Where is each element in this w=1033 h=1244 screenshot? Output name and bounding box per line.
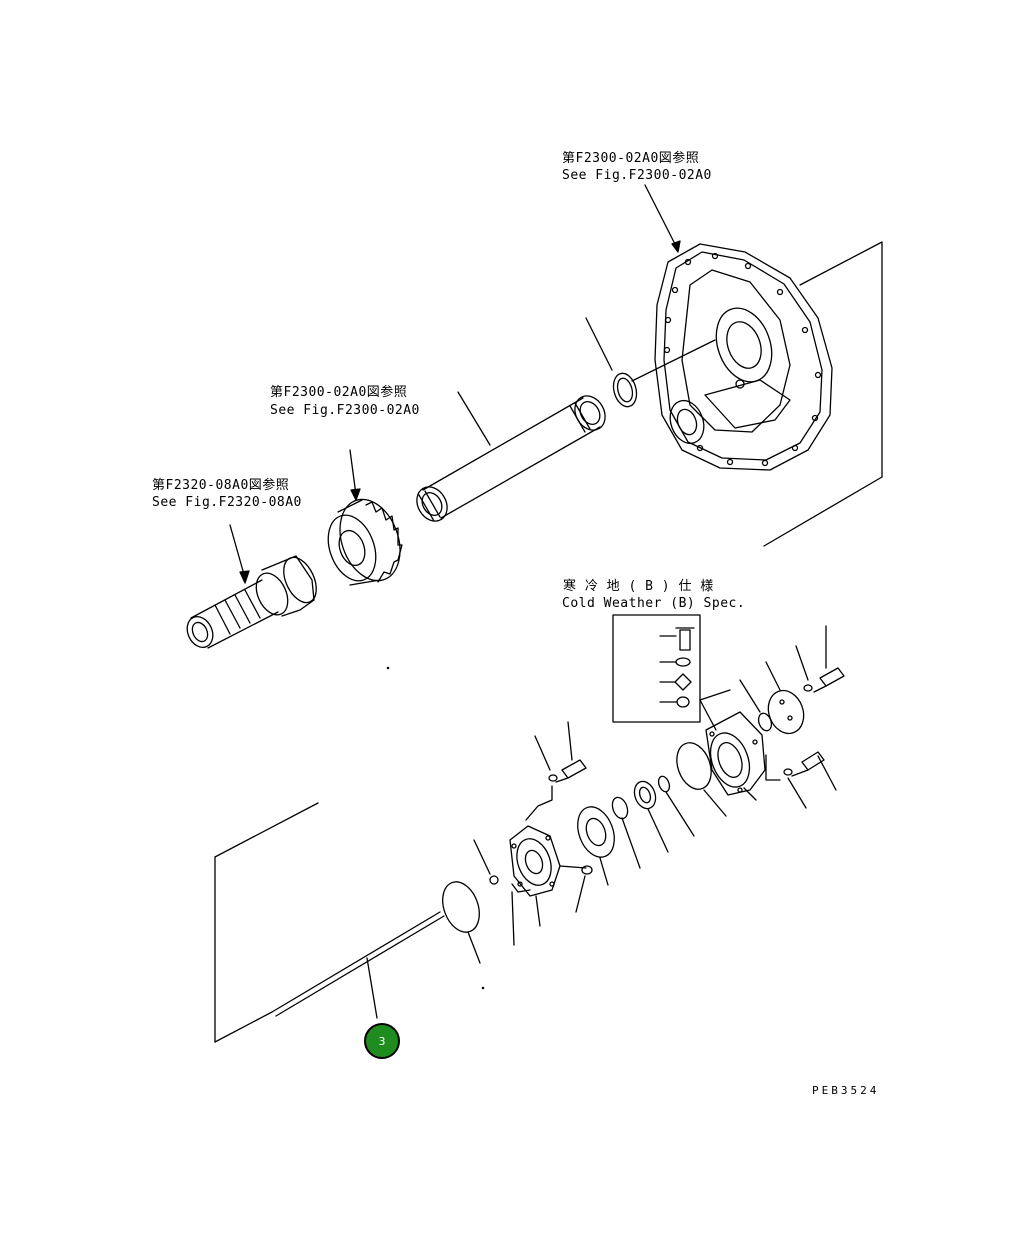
coupling-ref-en: See Fig.F2320-08A0 bbox=[152, 495, 302, 510]
housing-ref-jp: 第F2300-02A0図参照 bbox=[562, 151, 700, 166]
coupling-shaft bbox=[186, 524, 317, 649]
gear-ring bbox=[327, 449, 403, 586]
cold-weather-jp: 寒 冷 地 ( B ) 仕 様 bbox=[563, 579, 714, 594]
drawing-code: PEB3524 bbox=[812, 1084, 880, 1097]
cold-weather-box bbox=[612, 614, 731, 723]
long-shaft bbox=[416, 391, 606, 522]
part-callout-3[interactable]: 3 bbox=[364, 1023, 400, 1059]
gear-ref-jp: 第F2300-02A0図参照 bbox=[270, 385, 408, 400]
snap-ring-upper bbox=[585, 317, 638, 408]
housing bbox=[631, 184, 883, 547]
gear-ref-en: See Fig.F2300-02A0 bbox=[270, 403, 420, 418]
cold-weather-en: Cold Weather (B) Spec. bbox=[562, 596, 746, 611]
lower-cover-assembly bbox=[214, 625, 845, 1043]
coupling-ref-jp: 第F2320-08A0図参照 bbox=[152, 478, 290, 493]
housing-ref-en: See Fig.F2300-02A0 bbox=[562, 168, 712, 183]
